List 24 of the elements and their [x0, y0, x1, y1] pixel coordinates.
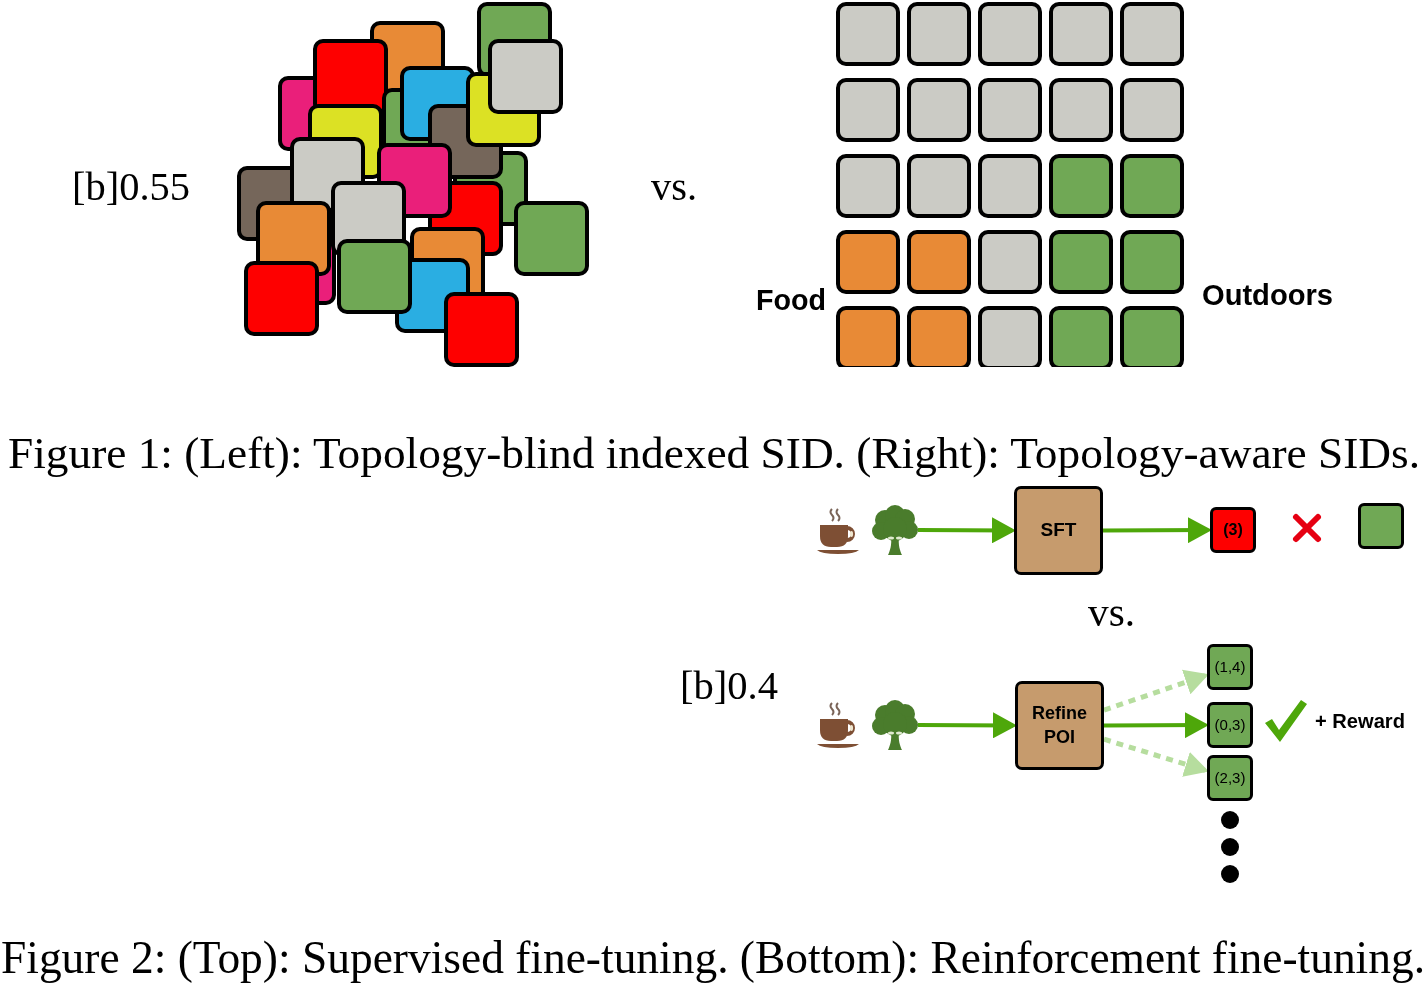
arrow [918, 517, 1016, 544]
arrow [1103, 517, 1212, 544]
reward-label: + Reward [1315, 711, 1405, 732]
dashed-arrow [1103, 669, 1209, 713]
process-box: SFT [1014, 486, 1103, 575]
tree-icon [872, 700, 918, 750]
text-label: [b]0.4 [680, 666, 778, 707]
figure-caption: Figure 1: (Left): Topology-blind indexed SID. (Right): Topology-aware SIDs. [8, 431, 1421, 477]
tree-icon [872, 505, 918, 555]
versus-text: vs. [1088, 591, 1135, 633]
code-tile: (2,3) [1207, 755, 1253, 801]
category-label: Outdoors [1202, 281, 1333, 311]
code-tile: (3) [1210, 507, 1256, 553]
versus-text: vs. [651, 167, 697, 208]
code-tile: (0,3) [1207, 702, 1253, 748]
arrow [1104, 712, 1209, 739]
dashed-arrow [1103, 736, 1209, 777]
text-label: [b]0.55 [72, 167, 190, 208]
code-tile [1358, 503, 1404, 549]
process-box: Refine POI [1015, 681, 1104, 770]
figure-caption: Figure 2: (Top): Supervised fine-tuning. (Bottom): Reinforcement fine-tuning. [1, 935, 1426, 982]
code-tile: (1,4) [1207, 644, 1253, 690]
category-label: Food [756, 285, 826, 315]
arrow [918, 712, 1017, 739]
